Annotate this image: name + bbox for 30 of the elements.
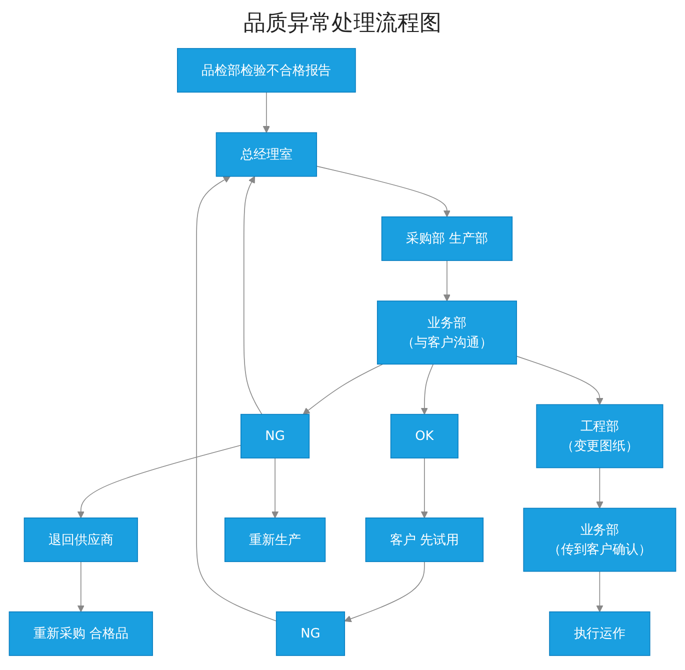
- node-box: OK: [390, 414, 458, 458]
- node-box: 工程部 （变更图纸）: [536, 404, 664, 468]
- node-box: 品检部检验不合格报告: [177, 48, 356, 93]
- arrow: [302, 364, 384, 415]
- arrow: [77, 444, 242, 518]
- arrow: [262, 92, 270, 133]
- arrow: [420, 364, 434, 415]
- node-box: 重新采购 合格品: [8, 611, 153, 656]
- arrow: [196, 176, 277, 622]
- node-box: 执行运作: [549, 611, 650, 656]
- diagram-title: 品质异常处理流程图: [242, 10, 442, 38]
- arrow: [596, 570, 604, 612]
- arrow: [243, 176, 262, 415]
- node-box: NG: [240, 414, 310, 458]
- node-box: 客户 先试用: [365, 518, 484, 562]
- node-box: 退回供应商: [24, 518, 138, 562]
- node-box: NG: [276, 611, 346, 656]
- arrow: [77, 561, 84, 612]
- arrow: [316, 166, 451, 218]
- node-box: 重新生产: [224, 518, 326, 562]
- arrow: [344, 561, 425, 622]
- arrow: [420, 458, 428, 518]
- node-box: 总经理室: [216, 132, 318, 177]
- arrow: [596, 467, 604, 509]
- arrow: [516, 356, 604, 405]
- node-box: 业务部 （与客户沟通）: [376, 300, 517, 365]
- node-box: 采购部 生产部: [381, 216, 513, 261]
- arrow: [271, 458, 279, 518]
- node-box: 业务部 （传到客户确认）: [523, 508, 676, 572]
- arrow: [443, 260, 451, 302]
